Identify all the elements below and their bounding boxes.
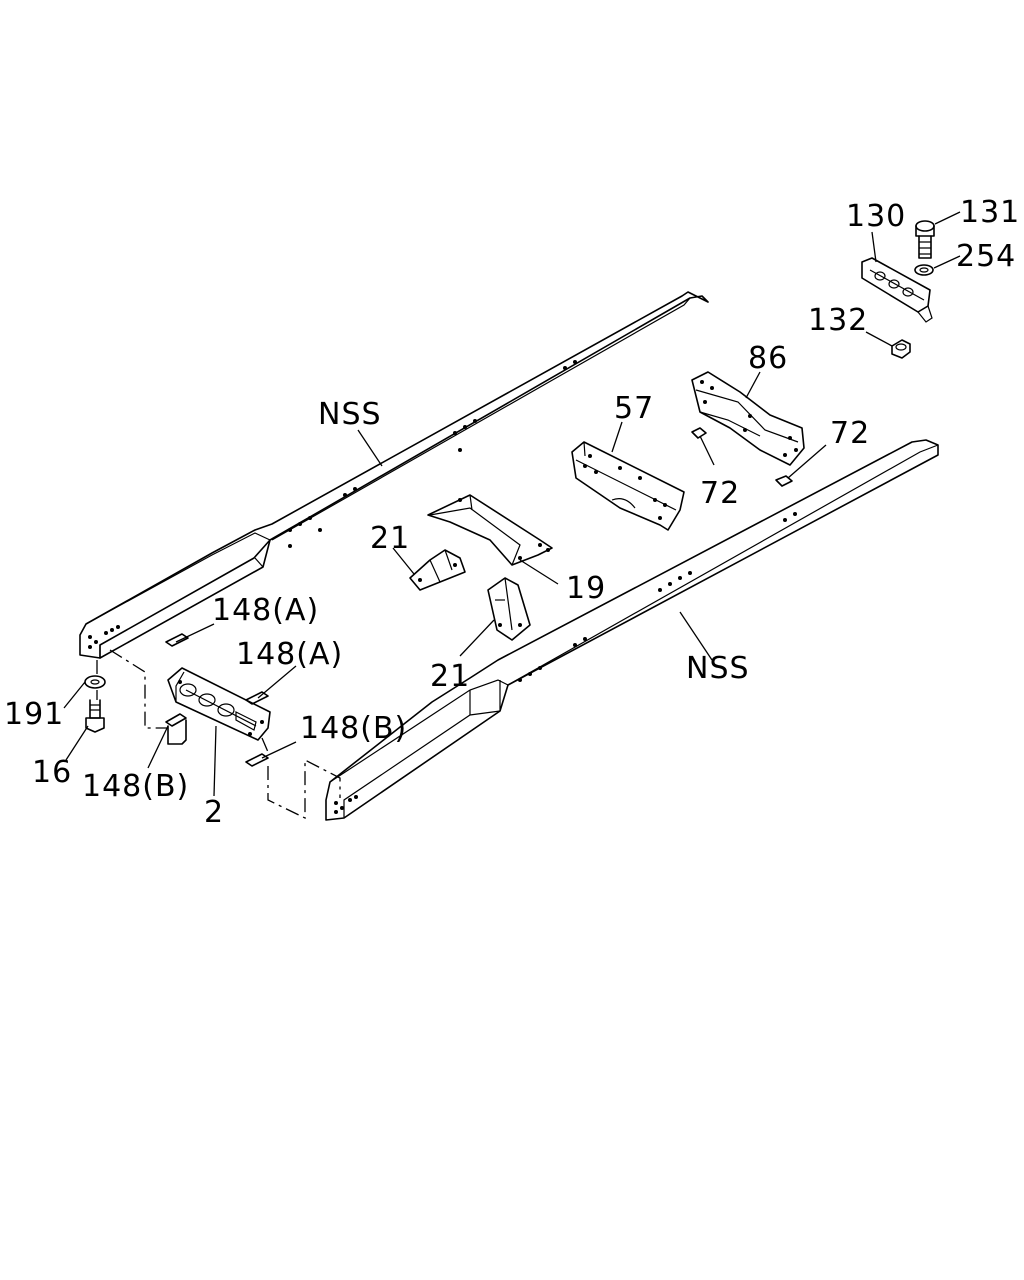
- bracket-130: [861, 257, 933, 323]
- bolt-131: [915, 220, 935, 259]
- washer-254: [914, 264, 934, 276]
- label-130: 130: [846, 199, 906, 234]
- label-254: 254: [956, 239, 1016, 274]
- label-21-upper: 21: [370, 521, 410, 556]
- nut-132: [891, 339, 911, 359]
- label-19: 19: [566, 571, 606, 606]
- crossmember-19: [427, 494, 553, 566]
- alignment-lines: [96, 649, 341, 820]
- shim-148a-1: [165, 633, 189, 647]
- part-labels: NSS NSS 130 131 254 132 86 57 72 72 21 1…: [4, 195, 1020, 830]
- crossmember-57: [571, 441, 685, 531]
- bracket-21-upper: [409, 549, 466, 591]
- shim-72-a: [691, 427, 707, 439]
- shim-72-b: [775, 475, 793, 487]
- label-16: 16: [32, 755, 72, 790]
- label-191: 191: [4, 697, 64, 732]
- label-72-left: 72: [700, 476, 740, 511]
- label-21-lower: 21: [430, 659, 470, 694]
- bracket-21-lower: [487, 577, 531, 641]
- shim-148b-1: [165, 713, 187, 727]
- label-148b-right: 148(B): [300, 711, 407, 746]
- spacer-block: [167, 719, 187, 745]
- shim-148b-2: [245, 753, 269, 767]
- label-132: 132: [808, 303, 868, 338]
- bolt-16: [85, 699, 105, 733]
- shim-148a-2: [245, 691, 269, 705]
- label-131: 131: [960, 195, 1020, 230]
- washer-191: [84, 675, 106, 689]
- right-frame-rail: [325, 439, 939, 821]
- label-nss-right: NSS: [686, 651, 750, 686]
- label-nss-left: NSS: [318, 397, 382, 432]
- label-86: 86: [748, 341, 788, 376]
- label-57: 57: [614, 391, 654, 426]
- leader-lines: [63, 211, 961, 797]
- front-crossmember: [167, 667, 271, 741]
- label-72-right: 72: [830, 416, 870, 451]
- label-148b-left: 148(B): [82, 769, 189, 804]
- label-148a-lower: 148(A): [236, 637, 343, 672]
- label-148a-upper: 148(A): [212, 593, 319, 628]
- left-frame-rail: [79, 291, 709, 659]
- crossmember-86: [691, 371, 805, 466]
- label-2: 2: [204, 795, 224, 830]
